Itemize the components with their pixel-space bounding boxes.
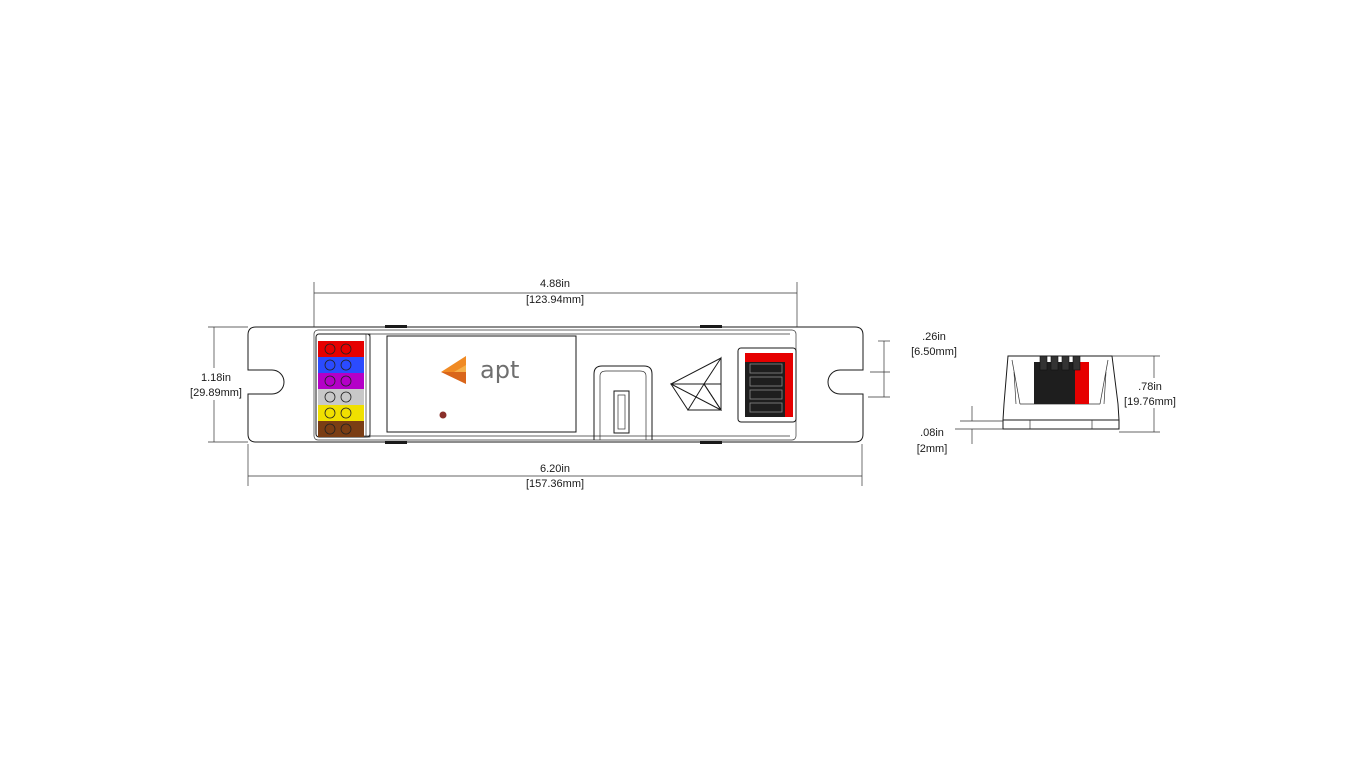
connector-pin [1072,355,1081,371]
terminal-screw-icon [340,343,352,355]
terminal-screw-icon [324,423,336,435]
terminal-screw-icon [324,359,336,371]
terminal-screw-icon [340,375,352,387]
dim-connector-height-mm: [6.50mm] [911,346,957,358]
side-view [1002,355,1120,430]
terminal-screw-icon [340,407,352,419]
led-indicator-icon [439,411,447,419]
dim-overall-width-mm: [157.36mm] [526,478,584,490]
dim-flange-thickness-inch: .08in [920,427,944,439]
dim-body-width-mm: [123.94mm] [526,294,584,306]
connector-slot [749,363,783,374]
dim-overall-width-inch: 6.20in [540,463,570,475]
connector-slot [749,389,783,400]
dim-height-inch: 1.18in [201,372,231,384]
terminal-block-left [315,333,371,438]
housing-outline [247,326,864,443]
dim-side-height: .78in [19.76mm] [1112,355,1176,433]
connector-right [737,347,797,423]
terminal-screw-icon [340,423,352,435]
top-view: apt [247,325,864,444]
terminal-screw-icon [324,343,336,355]
dim-height: 1.18in [29.89mm] [190,326,248,443]
brand-name: apt [480,356,519,384]
terminal-screw-icon [340,391,352,403]
dim-flange-thickness-mm: [2mm] [917,443,948,455]
connector-slot [749,376,783,387]
dim-connector-height: .26in [6.50mm] [868,331,957,398]
label-panel [386,335,577,433]
terminal-screw-icon [324,375,336,387]
dim-connector-height-inch: .26in [922,331,946,343]
center-button [593,365,653,440]
connector-pin [1039,355,1048,371]
connector-pin [1061,355,1070,371]
terminal-screw-icon [340,359,352,371]
dim-side-height-inch: .78in [1138,381,1162,393]
apt-logo-icon [441,356,466,384]
dim-body-width-inch: 4.88in [540,278,570,290]
terminal-screw-icon [324,391,336,403]
dim-overall-width: 6.20in [157.36mm] [247,444,863,490]
terminal-screw-icon [324,407,336,419]
connector-pin [1050,355,1059,371]
dim-height-mm: [29.89mm] [190,387,242,399]
triforce-triangle-icon [669,356,722,411]
dim-flange-thickness: .08in [2mm] [917,406,1003,455]
dim-side-height-mm: [19.76mm] [1124,396,1176,408]
dim-body-width: 4.88in [123.94mm] [313,278,798,327]
connector-slot [749,402,783,413]
